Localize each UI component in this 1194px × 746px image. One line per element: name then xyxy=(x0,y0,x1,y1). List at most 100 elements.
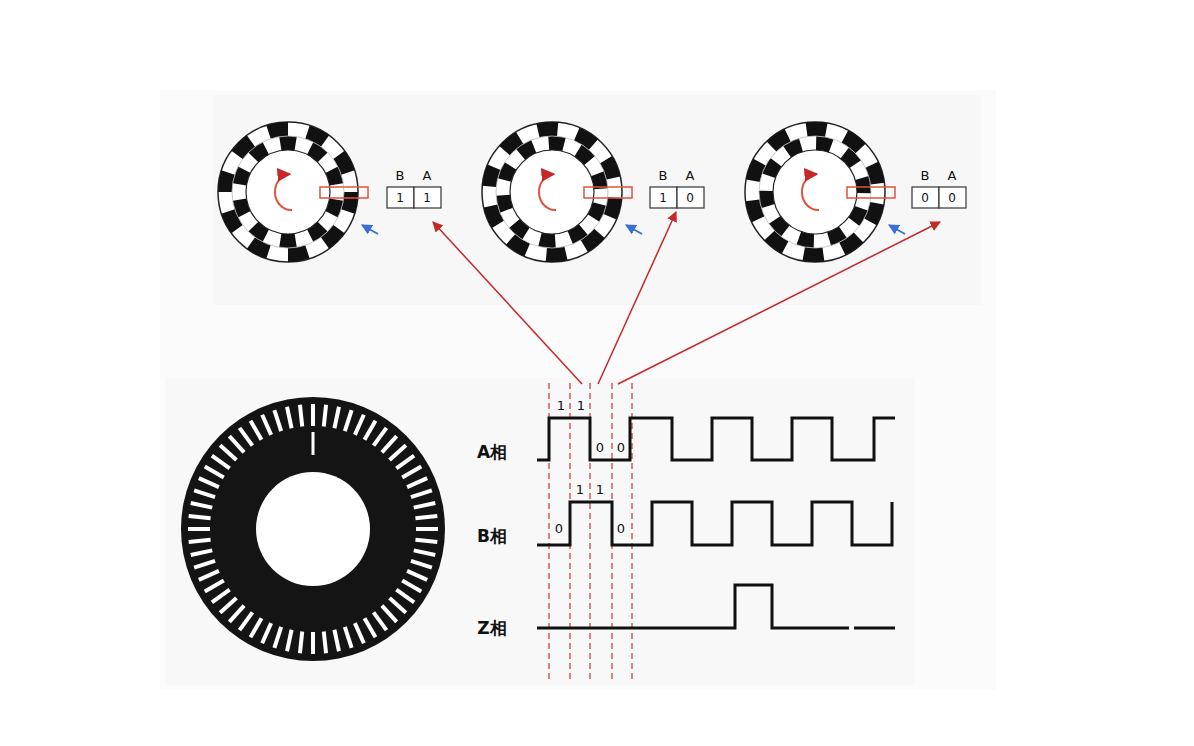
grating-slit xyxy=(365,618,376,637)
code-wheel xyxy=(745,122,885,262)
grating-slit xyxy=(251,421,262,440)
bottom-panel xyxy=(165,378,915,685)
table-cell xyxy=(677,187,704,208)
grating-slit xyxy=(194,490,215,497)
grating-slit xyxy=(414,503,436,508)
table-cell-value: 1 xyxy=(396,192,404,204)
grating-slit xyxy=(191,503,213,508)
wheel-segment xyxy=(482,164,500,186)
wheel-segment xyxy=(538,233,555,248)
rotation-arrow xyxy=(802,174,819,210)
rotation-arrow xyxy=(539,174,556,210)
grating-slit xyxy=(212,590,230,603)
pointer-arrow xyxy=(598,212,676,384)
pointer-arrow xyxy=(618,222,940,384)
pointer-arrow xyxy=(433,222,582,384)
column-header: A xyxy=(686,169,695,182)
grating-slit xyxy=(415,540,437,542)
grating-slit xyxy=(205,581,224,592)
level-value: 1 xyxy=(576,483,584,496)
sensor-window xyxy=(584,187,632,198)
guide-line xyxy=(631,383,632,680)
grating-slit xyxy=(402,581,421,592)
wheel-segment xyxy=(855,176,871,193)
table-cell xyxy=(387,187,414,208)
table-cell-value: 0 xyxy=(948,192,956,204)
grating-slit xyxy=(220,445,236,460)
wheel-segment xyxy=(321,225,345,249)
grating-slit xyxy=(411,561,432,568)
column-header: B xyxy=(396,169,405,182)
grating-slit xyxy=(355,623,364,643)
column-header: A xyxy=(423,169,432,182)
code-wheel xyxy=(218,122,358,262)
wheel-hub xyxy=(773,150,857,234)
table-cell-value: 0 xyxy=(686,192,694,204)
grating-slit xyxy=(262,623,271,643)
wheel-segment xyxy=(759,191,775,208)
pointer-arrow xyxy=(626,225,642,234)
grating-slit xyxy=(240,428,253,446)
level-value: 1 xyxy=(596,483,604,496)
wheel-segment xyxy=(603,197,621,219)
wheel-segment xyxy=(806,122,828,137)
grating-slit xyxy=(287,630,292,652)
grating-slit xyxy=(365,421,376,440)
wheel-segment xyxy=(802,247,824,262)
grating-slit xyxy=(407,478,427,487)
z-phase-wave xyxy=(854,627,895,630)
grating-slit xyxy=(287,407,292,429)
grating-slit xyxy=(411,490,432,497)
grating-slit xyxy=(188,527,210,531)
wheel-segment xyxy=(247,237,271,258)
wheel-segment xyxy=(305,125,329,146)
grating-slit xyxy=(194,561,215,568)
table-cell-value: 0 xyxy=(921,192,929,204)
wheel-segment xyxy=(548,136,565,151)
grating-slit xyxy=(374,612,387,630)
wheel-segment xyxy=(864,202,884,225)
table-cell-value: 1 xyxy=(659,192,667,204)
z-phase-wave xyxy=(537,585,849,628)
grating-slit xyxy=(324,631,326,653)
grating-slit xyxy=(251,618,262,637)
grating-slit xyxy=(334,407,339,429)
disc-hole xyxy=(256,472,370,586)
grating-slit xyxy=(390,598,406,613)
wheel-hub xyxy=(246,150,330,234)
grating-slit xyxy=(355,415,364,435)
a-phase-wave xyxy=(537,418,895,460)
grating-slit xyxy=(191,550,213,555)
grating-slit xyxy=(220,598,236,613)
grating-slit xyxy=(324,405,326,427)
grating-slit xyxy=(407,571,427,580)
grating-slit xyxy=(311,632,315,654)
table-cell xyxy=(650,187,677,208)
wheel-segment xyxy=(574,128,598,150)
signal-name: Z相 xyxy=(477,620,506,637)
grating-slit xyxy=(382,436,397,452)
wheel-segment xyxy=(764,231,788,254)
level-value: 0 xyxy=(617,522,625,535)
grating-slit xyxy=(300,631,302,653)
grating-slit xyxy=(199,571,219,580)
grating-slit xyxy=(415,516,437,518)
grating-slit xyxy=(402,467,421,478)
level-value: 0 xyxy=(596,441,604,454)
signal-name: B相 xyxy=(477,528,507,545)
grating-slit xyxy=(300,405,302,427)
b-phase-wave xyxy=(537,502,892,545)
grating-slit xyxy=(212,456,230,469)
sensor-window xyxy=(320,187,368,198)
wheel-segment xyxy=(746,159,766,182)
grating-slit xyxy=(396,590,414,603)
code-wheel xyxy=(482,122,622,262)
grating-slit xyxy=(390,445,406,460)
grating-slit xyxy=(414,550,436,555)
column-header: B xyxy=(921,169,930,182)
wheel-hub xyxy=(510,150,594,234)
grating-slit xyxy=(416,527,438,531)
wheel-segment xyxy=(279,136,297,151)
level-value: 1 xyxy=(557,399,565,412)
